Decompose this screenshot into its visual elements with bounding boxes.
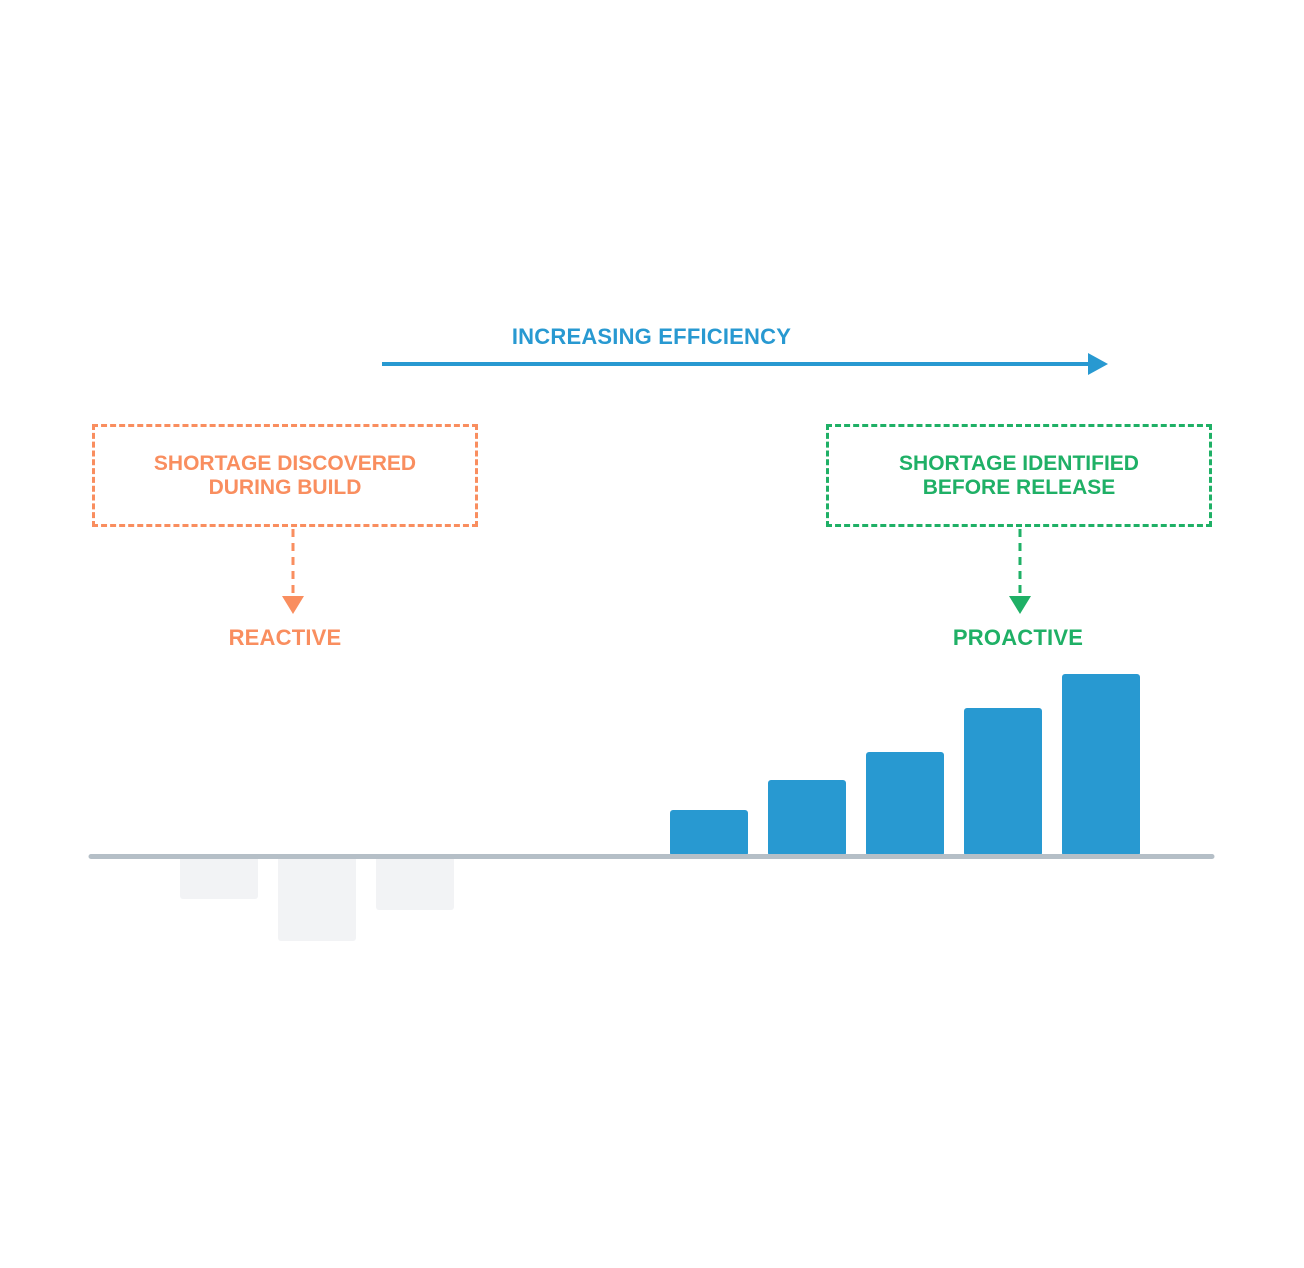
bar-series [180, 674, 1140, 941]
efficiency-label: INCREASING EFFICIENCY [511, 324, 792, 349]
reactive-box-line1: SHORTAGE DISCOVERED [153, 451, 417, 475]
bar-positive-6 [866, 752, 944, 856]
bar-positive-8 [1062, 674, 1140, 856]
bar-positive-7 [964, 708, 1042, 856]
proactive-box-line1: SHORTAGE IDENTIFIED [899, 451, 1139, 475]
arrow-down-icon [1009, 596, 1031, 614]
proactive-box: SHORTAGE IDENTIFIED BEFORE RELEASE [826, 424, 1212, 527]
proactive-label: PROACTIVE [952, 625, 1084, 650]
arrow-down-icon [282, 596, 304, 614]
bar-positive-4 [670, 810, 748, 856]
proactive-box-line2: BEFORE RELEASE [922, 475, 1116, 499]
bar-negative-3 [376, 856, 454, 910]
bar-negative-1 [180, 856, 258, 899]
reactive-box-line2: DURING BUILD [208, 475, 362, 499]
reactive-box: SHORTAGE DISCOVERED DURING BUILD [92, 424, 478, 527]
bar-positive-5 [768, 780, 846, 856]
reactive-label: REACTIVE [228, 625, 342, 650]
arrow-right-icon [1088, 353, 1108, 375]
bar-negative-2 [278, 856, 356, 941]
